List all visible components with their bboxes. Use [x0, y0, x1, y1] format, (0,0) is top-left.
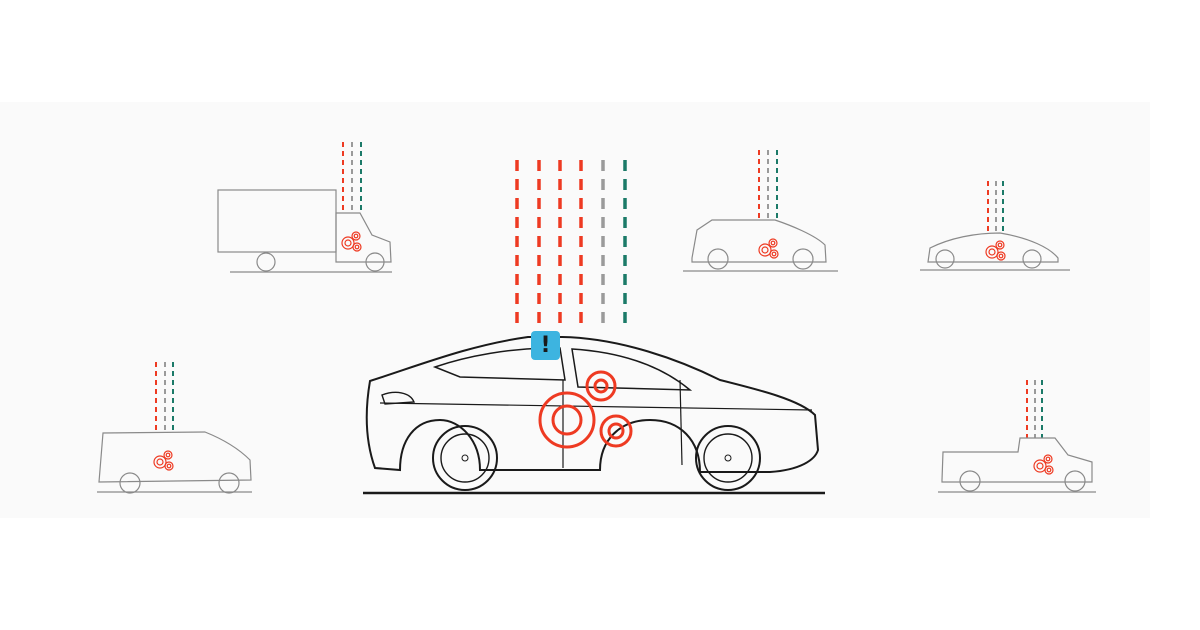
alert-badge-icon: ! [531, 331, 560, 360]
sports-car [920, 181, 1070, 271]
main-signal-lines [515, 160, 627, 328]
background-band [0, 102, 1150, 518]
pickup-truck [938, 380, 1096, 493]
suv [683, 150, 838, 272]
box-truck [217, 142, 392, 273]
main-sedan [363, 336, 825, 495]
van [97, 362, 252, 494]
main-gear-icon [538, 370, 633, 449]
